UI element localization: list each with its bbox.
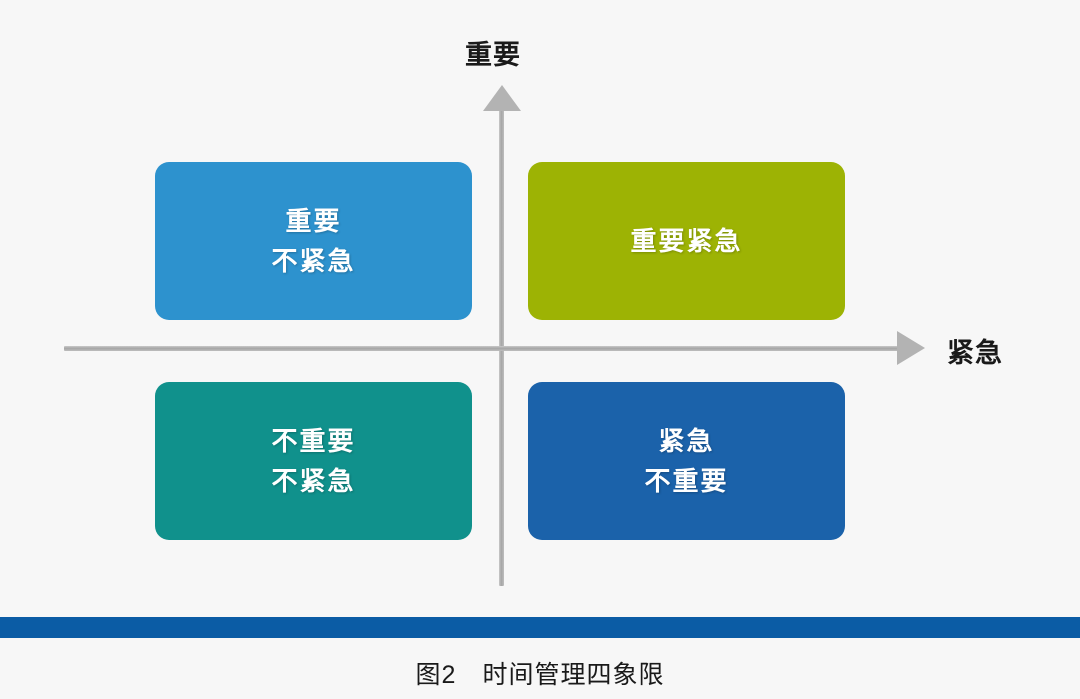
- quadrant-label-line: 紧急: [658, 425, 715, 456]
- quadrant-important-not-urgent: 重要 不紧急: [155, 162, 481, 320]
- horizontal-axis-line: [64, 346, 900, 351]
- quadrant-not-important-not-urgent: 不重要 不紧急: [155, 382, 481, 540]
- quadrant-important-urgent: 重要紧急: [528, 162, 854, 320]
- quadrant-label-line: 重要: [285, 205, 342, 236]
- quadrant-urgent-not-important: 紧急 不重要: [528, 382, 854, 540]
- vertical-axis-line: [499, 104, 504, 586]
- horizontal-axis-arrow-icon: [897, 331, 925, 365]
- figure-caption: 图2 时间管理四象限: [415, 661, 665, 689]
- quadrant-label-line: 不紧急: [271, 466, 356, 496]
- quadrant-label-line: 不紧急: [271, 246, 356, 276]
- vertical-axis-arrow-icon: [483, 85, 521, 111]
- footer-divider-bar: [0, 617, 1080, 638]
- horizontal-axis-label: 紧急: [947, 338, 1003, 368]
- quadrant-label-line: 不重要: [644, 466, 729, 496]
- vertical-axis-label: 重要: [465, 40, 521, 70]
- quadrant-label-line: 重要紧急: [630, 225, 743, 256]
- quadrant-label-line: 不重要: [271, 425, 356, 456]
